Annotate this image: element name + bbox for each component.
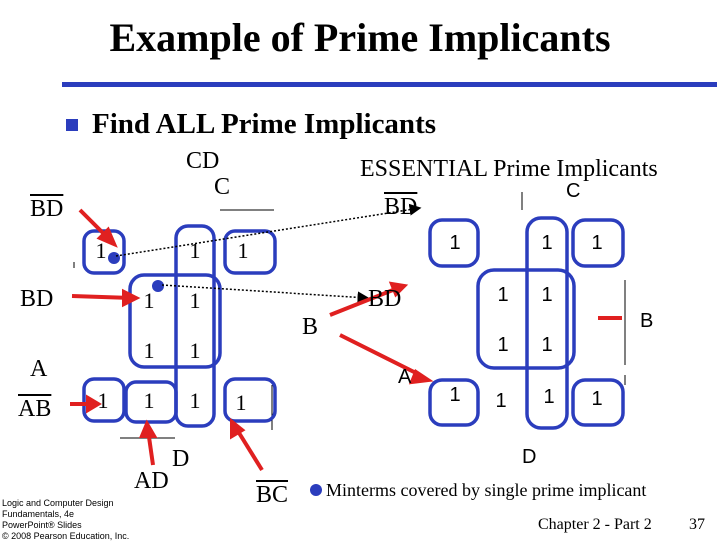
- footer-credits: Logic and Computer Design Fundamentals, …: [2, 498, 172, 542]
- left-label-bc-bar: BC: [256, 482, 289, 508]
- footer-line-2: PowerPoint® Slides: [2, 520, 82, 530]
- right-title: ESSENTIAL Prime Implicants: [360, 156, 658, 182]
- left-cell-r0c0: 1: [95, 238, 107, 263]
- left-loop-center: [128, 273, 222, 369]
- right-label-bd: BD: [368, 286, 402, 312]
- legend-dot: [310, 484, 322, 496]
- red-arrow-b: [329, 286, 399, 317]
- right-label-a: A: [398, 366, 412, 388]
- right-cell-r3c2: 1: [543, 386, 555, 408]
- slide-title: Example of Prime Implicants: [109, 15, 611, 60]
- right-label-d: D: [522, 446, 537, 468]
- right-cell-r2c1: 1: [497, 334, 509, 356]
- left-cell-r2c1: 1: [143, 338, 155, 363]
- right-cell-r2c2: 1: [541, 334, 553, 356]
- legend-text: Minterms covered by single prime implica…: [326, 480, 647, 500]
- right-cell-r0c3: 1: [591, 232, 603, 254]
- arrow-bd: [161, 284, 370, 304]
- left-loop-corner-br: [223, 377, 277, 423]
- black-arrows: [115, 203, 422, 304]
- left-label-bd: BD: [20, 286, 54, 312]
- right-cell-r0c2: 1: [541, 232, 553, 254]
- right-cell-r0c0: 1: [449, 232, 461, 254]
- left-cell-r3c1: 1: [143, 388, 155, 413]
- red-arrow-bd: [71, 294, 131, 300]
- right-loop-center: [476, 268, 576, 370]
- red-arrows: [70, 208, 622, 472]
- right-map-loops: [428, 216, 625, 430]
- left-cell-r2c2: 1: [189, 338, 201, 363]
- right-loop-br: [571, 378, 625, 427]
- left-cell-r0c2: 1: [189, 238, 201, 263]
- left-label-ad: AD: [134, 468, 169, 494]
- title-rule: [62, 82, 717, 87]
- right-cell-r3c3: 1: [591, 388, 603, 410]
- red-arrow-a: [339, 333, 421, 377]
- left-cell-r1c1: 1: [143, 288, 155, 313]
- left-label-cd: CD: [186, 148, 220, 174]
- footer-line-3: © 2008 Pearson Education, Inc.: [2, 531, 130, 541]
- left-label-ab-bar: AB: [18, 396, 52, 422]
- right-label-b: B: [640, 310, 654, 332]
- page-number: 37: [689, 516, 705, 533]
- right-label-c: C: [566, 180, 581, 202]
- left-map-loops: [82, 224, 277, 428]
- left-dot-2: [152, 280, 164, 292]
- left-cell-r1c2: 1: [189, 288, 201, 313]
- left-label-b: B: [302, 314, 319, 340]
- right-loop-tl: [428, 218, 480, 268]
- bullet-square-icon: [66, 119, 78, 131]
- right-label-bd-bar: BD: [384, 194, 418, 220]
- left-cell-r0c3: 1: [237, 238, 249, 263]
- arrow-bd-bar: [115, 203, 422, 257]
- left-cell-r3c3: 1: [235, 390, 247, 415]
- left-cell-r3c0: 1: [97, 388, 109, 413]
- left-loop-corner-tl: [82, 229, 126, 275]
- left-loop-bottom: [124, 380, 178, 424]
- bullet-text: Find ALL Prime Implicants: [92, 108, 437, 140]
- left-loop-corner-bl: [82, 377, 126, 423]
- right-cell-r1c1: 1: [497, 284, 509, 306]
- right-loop-bl: [428, 378, 480, 427]
- red-arrow-bc: [234, 426, 264, 472]
- left-label-a: A: [30, 356, 48, 382]
- left-label-d: D: [172, 446, 190, 472]
- right-cell-r1c2: 1: [541, 284, 553, 306]
- left-loop-corner-tr: [223, 229, 277, 275]
- right-cell-r3c0: 1: [449, 384, 461, 406]
- left-loop-col-c: [174, 224, 216, 428]
- left-cell-r3c2: 1: [189, 388, 201, 413]
- left-label-bd-bar: BD: [30, 196, 64, 222]
- right-map-guides: [521, 192, 626, 385]
- footer-line-1: Logic and Computer Design Fundamentals, …: [2, 498, 114, 519]
- right-cell-r3c1: 1: [495, 390, 507, 412]
- right-loop-col-c: [525, 216, 569, 430]
- left-dot-1: [108, 252, 120, 264]
- right-loop-tr: [571, 218, 625, 268]
- left-label-c: C: [214, 174, 231, 200]
- footer-chapter: Chapter 2 - Part 2: [538, 516, 652, 533]
